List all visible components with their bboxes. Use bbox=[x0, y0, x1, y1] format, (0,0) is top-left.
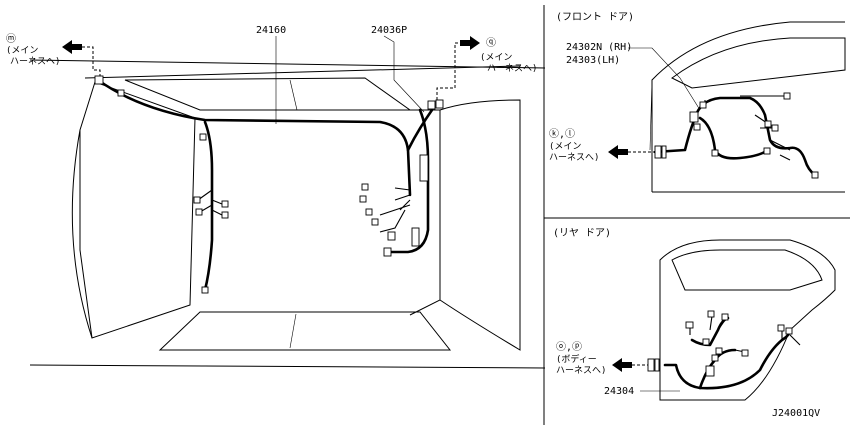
marker-op: ⓞ,ⓟ bbox=[556, 341, 582, 353]
marker-kl: ⓚ,ⓛ bbox=[549, 128, 575, 140]
front-door-harness bbox=[653, 96, 817, 177]
arrow-right-icon bbox=[460, 36, 480, 50]
label-24160: 24160 bbox=[256, 25, 286, 36]
arrow-left-icon-front bbox=[608, 145, 628, 159]
main-harness-link-left bbox=[62, 40, 101, 76]
front-door-view bbox=[608, 21, 846, 193]
roof-harness-24160 bbox=[96, 78, 412, 197]
label-24303: 24303(LH) bbox=[566, 55, 620, 66]
label-24304: 24304 bbox=[604, 386, 634, 397]
label-24036P: 24036P bbox=[371, 25, 407, 36]
main-harness-right-line1: (メイン bbox=[480, 53, 512, 63]
main-harness-right-line2: ハーネスへ) bbox=[487, 63, 537, 74]
rear-door-view bbox=[612, 239, 836, 401]
roof-view bbox=[29, 35, 546, 369]
rear-door-harness bbox=[663, 328, 792, 390]
main-harness-link-right bbox=[436, 36, 480, 100]
body-harness-line1: (ボディー bbox=[556, 353, 597, 365]
marker-q: ⓠ bbox=[486, 37, 496, 49]
main-harness-left-line2: ハーネスへ) bbox=[10, 56, 60, 67]
label-24302N: 24302N (RH) bbox=[566, 42, 632, 53]
front-door-title: (フロント ドア) bbox=[556, 12, 634, 23]
body-harness-line2: ハーネスへ) bbox=[556, 365, 606, 376]
diagram-code: J24001QV bbox=[772, 408, 820, 419]
front-harness-line1: (メイン bbox=[549, 142, 581, 152]
marker-m: ⓜ bbox=[6, 33, 16, 45]
arrow-left-icon bbox=[62, 40, 82, 54]
main-harness-left-line1: (メイン bbox=[6, 46, 38, 56]
rear-door-title: (リヤ ドア) bbox=[553, 228, 611, 239]
arrow-left-icon-rear bbox=[612, 358, 632, 372]
roof-harness-24036P bbox=[386, 108, 430, 254]
front-harness-line2: ハーネスへ) bbox=[549, 152, 599, 163]
